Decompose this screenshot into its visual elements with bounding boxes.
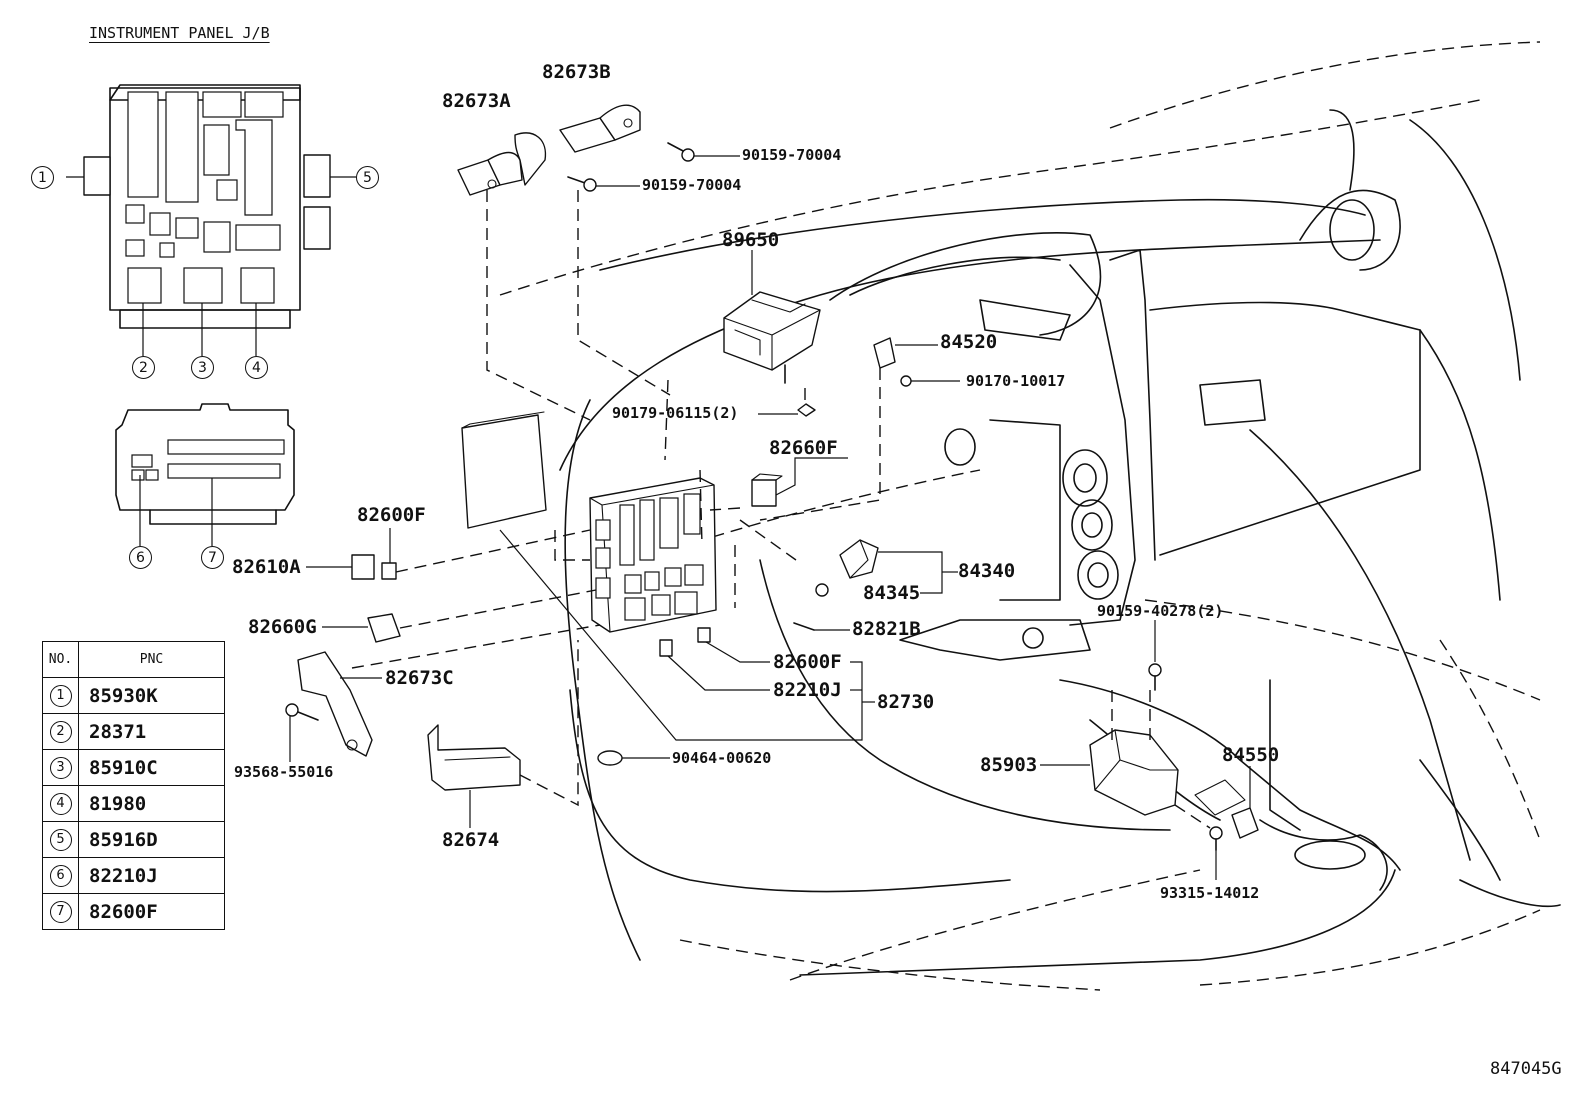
bracket-82673b <box>559 104 641 153</box>
bracket-82673c <box>297 651 382 757</box>
table-row: 3 85910C <box>42 749 225 786</box>
row-number: 4 <box>49 792 72 815</box>
callout-82673c: 82673C <box>385 667 454 689</box>
relay-82610a <box>306 528 397 580</box>
callout-82821b: 82821B <box>852 618 921 640</box>
callout-84340: 84340 <box>958 560 1016 582</box>
switch-85903 <box>1040 729 1179 816</box>
row-pnc: 85916D <box>78 821 225 858</box>
module-89650 <box>723 250 821 384</box>
bolt-93315-14012 <box>1209 826 1223 880</box>
callout-93315-14012: 93315-14012 <box>1160 884 1260 902</box>
row-number: 1 <box>49 684 72 707</box>
callout-93568-55016: 93568-55016 <box>234 763 334 781</box>
callout-82673a: 82673A <box>442 90 511 112</box>
callout-82600f-top: 82600F <box>357 504 426 526</box>
row-pnc: 82210J <box>78 857 225 894</box>
bracket-82674 <box>427 724 521 828</box>
callout-90170-10017: 90170-10017 <box>966 372 1066 390</box>
clip-90464-00620 <box>597 750 670 766</box>
figure-code: 847045G <box>1490 1059 1562 1079</box>
circle-number-5: 5 <box>356 166 379 189</box>
junction-block-side-view <box>115 403 295 546</box>
row-pnc: 85910C <box>78 749 225 786</box>
callout-82660f: 82660F <box>769 437 838 459</box>
switch-84340 <box>815 539 958 597</box>
junction-block-top-view <box>66 84 356 356</box>
relay-82210j <box>499 529 875 741</box>
table-row: 4 81980 <box>42 785 225 822</box>
circle-number-7: 7 <box>201 546 224 569</box>
row-number: 3 <box>49 756 72 779</box>
switch-84550 <box>1194 766 1259 839</box>
row-number: 7 <box>49 900 72 923</box>
callout-82600f-mid: 82600F <box>773 651 842 673</box>
dashboard-outline <box>499 41 1561 991</box>
table-header-row: NO. PNC <box>42 641 225 678</box>
circle-number-1: 1 <box>31 166 54 189</box>
table-row: 5 85916D <box>42 821 225 858</box>
nut-90179-06115 <box>758 403 816 417</box>
table-row: 7 82600F <box>42 893 225 930</box>
pnc-reference-table: NO. PNC 1 85930K 2 28371 3 85910C 4 8198… <box>42 641 225 930</box>
circle-number-2: 2 <box>132 356 155 379</box>
callout-90159-70004-upper: 90159-70004 <box>742 146 842 164</box>
row-pnc: 28371 <box>78 713 225 750</box>
callout-90159-40278: 90159-40278(2) <box>1097 602 1224 620</box>
callout-89650: 89650 <box>722 229 780 251</box>
screw-90159-70004-lower <box>567 176 640 192</box>
callout-82610a: 82610A <box>232 556 301 578</box>
callout-84550: 84550 <box>1222 744 1280 766</box>
relay-82660f <box>751 457 848 507</box>
callout-82673b: 82673B <box>542 61 611 83</box>
bolt-90159-40278 <box>1148 620 1162 691</box>
diagram-title: INSTRUMENT PANEL J/B <box>89 24 270 42</box>
row-pnc: 85930K <box>78 677 225 714</box>
callout-84345: 84345 <box>863 582 921 604</box>
bracket-82673a <box>457 132 547 196</box>
callout-84520: 84520 <box>940 331 998 353</box>
header-no: NO. <box>42 641 79 678</box>
callout-82674: 82674 <box>442 829 500 851</box>
sensor-84520 <box>873 337 960 387</box>
header-pnc: PNC <box>78 641 225 678</box>
row-number: 5 <box>49 828 72 851</box>
circle-number-3: 3 <box>191 356 214 379</box>
table-row: 6 82210J <box>42 857 225 894</box>
table-row: 1 85930K <box>42 677 225 714</box>
callout-82210j: 82210J <box>773 679 842 701</box>
callout-90464-00620: 90464-00620 <box>672 749 772 767</box>
callout-90159-70004-lower: 90159-70004 <box>642 176 742 194</box>
row-number: 2 <box>49 720 72 743</box>
circle-number-4: 4 <box>245 356 268 379</box>
screw-90159-70004-upper <box>667 142 740 162</box>
callout-90179-06115: 90179-06115(2) <box>612 404 739 422</box>
callout-82660g: 82660G <box>248 616 317 638</box>
relay-82600f-mid <box>697 627 770 663</box>
row-number: 6 <box>49 864 72 887</box>
fuse-82821b <box>793 622 850 631</box>
callout-82730: 82730 <box>877 691 935 713</box>
assembly-lines <box>351 190 1211 829</box>
row-pnc: 82600F <box>78 893 225 930</box>
bolt-93568-55016 <box>285 703 319 762</box>
junction-block-main <box>589 477 717 633</box>
ecu-box <box>461 411 547 529</box>
table-row: 2 28371 <box>42 713 225 750</box>
callout-85903: 85903 <box>980 754 1038 776</box>
circle-number-6: 6 <box>129 546 152 569</box>
row-pnc: 81980 <box>78 785 225 822</box>
relay-82660g <box>322 613 401 643</box>
